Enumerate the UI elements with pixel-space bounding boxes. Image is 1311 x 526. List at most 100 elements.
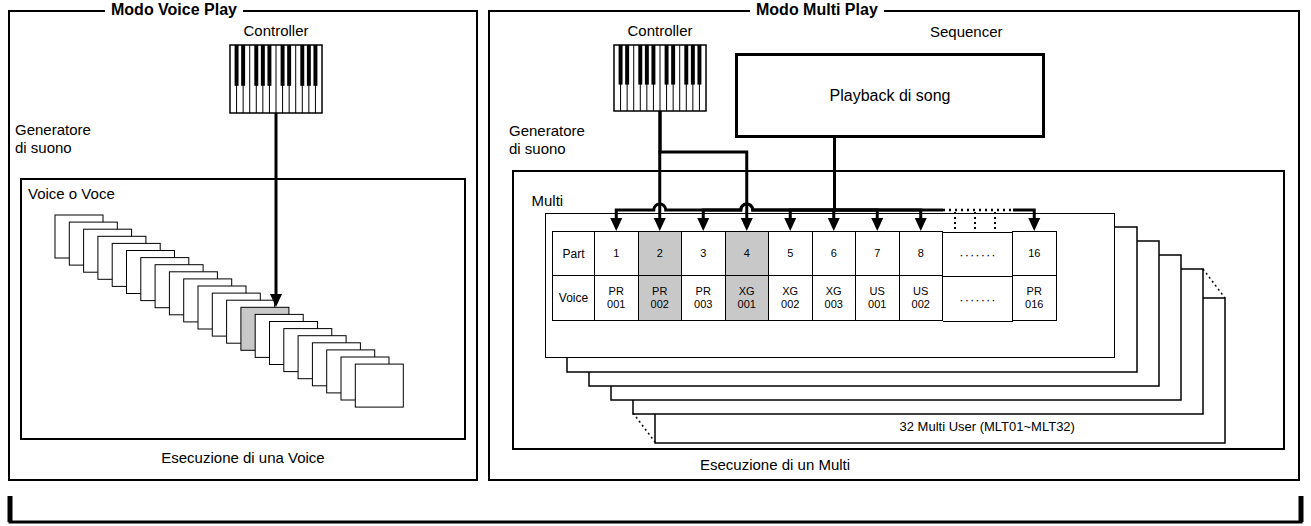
connector bbox=[835, 138, 1041, 231]
table-cell: 8 bbox=[899, 231, 944, 276]
heading-text: Generatore di suono bbox=[15, 121, 100, 157]
connector-line bbox=[835, 138, 878, 220]
box-text: PR 001 bbox=[607, 285, 625, 310]
box-text: Voice bbox=[559, 291, 588, 305]
black-key bbox=[645, 45, 649, 85]
bracket-end bbox=[1299, 496, 1304, 522]
box-text: 2 bbox=[657, 247, 663, 260]
black-key bbox=[261, 45, 265, 86]
arrowhead bbox=[784, 218, 796, 231]
box-text: XG 003 bbox=[825, 285, 843, 310]
sequencer-box: SequencerPlayback di song bbox=[735, 53, 1045, 138]
box-text: Playback di song bbox=[830, 87, 951, 105]
white-key-line bbox=[295, 45, 296, 113]
white-key-line bbox=[249, 45, 250, 113]
connector bbox=[835, 138, 884, 231]
black-key bbox=[665, 45, 669, 85]
table-cell: PR 001 bbox=[594, 275, 639, 321]
table-cell: 4 bbox=[725, 231, 770, 276]
arrowhead bbox=[741, 218, 753, 231]
black-key bbox=[651, 45, 655, 85]
connector bbox=[697, 138, 834, 231]
box-text: PR 016 bbox=[1025, 285, 1043, 310]
black-key bbox=[235, 45, 239, 86]
heading-text: Controller bbox=[627, 21, 692, 41]
table-cell: XG 003 bbox=[812, 275, 857, 321]
heading-text: 32 Multi User (MLT01~MLT32) bbox=[900, 419, 1075, 435]
black-key bbox=[241, 45, 245, 86]
multi-card-ground bbox=[545, 213, 1115, 358]
mode-panel: Modo Multi PlayEsecuzione di un MultiCon… bbox=[488, 10, 1300, 481]
box-text: XG 002 bbox=[781, 285, 799, 310]
white-key-line bbox=[276, 45, 277, 113]
connector-line bbox=[660, 111, 747, 220]
black-key bbox=[625, 45, 629, 85]
box-text: US 001 bbox=[868, 285, 886, 310]
connector bbox=[835, 138, 927, 231]
table-cell: US 001 bbox=[855, 275, 900, 321]
arrowhead bbox=[871, 218, 883, 231]
connector bbox=[784, 138, 834, 231]
table-cell: 16 bbox=[1012, 231, 1057, 276]
heading-text: Modo Voice Play bbox=[105, 0, 243, 20]
tone-generator-box: Generatore di suonoMulti32 Multi User (M… bbox=[512, 170, 1285, 450]
black-key bbox=[691, 45, 695, 85]
multi-card: Multi32 Multi User (MLT01~MLT32)Part1234… bbox=[545, 213, 1115, 358]
box-text: 1 bbox=[613, 247, 619, 260]
box-text: PR 002 bbox=[651, 285, 669, 310]
ellipsis-cell: ······· bbox=[943, 276, 1013, 322]
table-cell: PR 016 bbox=[1012, 275, 1057, 321]
controller-keyboard: Controller bbox=[614, 45, 706, 111]
arrowhead bbox=[697, 218, 709, 231]
black-key bbox=[619, 45, 623, 85]
black-key bbox=[307, 45, 311, 86]
box-text: Part bbox=[562, 247, 584, 261]
row-header-cell: Voice bbox=[552, 275, 595, 321]
box-text: PR 003 bbox=[694, 285, 712, 310]
connector-line bbox=[275, 113, 278, 296]
connector-line bbox=[835, 138, 921, 220]
dotted-stack-line bbox=[633, 413, 655, 442]
box-text: 16 bbox=[1028, 247, 1040, 260]
table-cell: 1 bbox=[594, 231, 639, 276]
box-text: 3 bbox=[700, 247, 706, 260]
black-key bbox=[281, 45, 285, 86]
black-key bbox=[313, 45, 317, 86]
black-key bbox=[697, 45, 701, 85]
controller-keyboard: Controller bbox=[230, 45, 322, 113]
mode-panel: Modo Voice PlayEsecuzione di una VoiceCo… bbox=[8, 10, 478, 481]
bracket-end bbox=[8, 496, 13, 522]
dotted-part-line bbox=[994, 212, 996, 230]
arrowhead bbox=[270, 294, 282, 307]
heading-text: Voice o Voce bbox=[28, 184, 115, 204]
black-key bbox=[684, 45, 688, 85]
connector-line bbox=[790, 138, 834, 220]
box-text: 7 bbox=[874, 247, 880, 260]
box-text: US 002 bbox=[912, 285, 930, 310]
table-cell: 3 bbox=[681, 231, 726, 276]
connector-line bbox=[616, 138, 834, 220]
connector bbox=[610, 138, 834, 231]
ellipsis-cell: ······· bbox=[943, 232, 1013, 277]
table-cell: PR 002 bbox=[638, 275, 683, 321]
table-cell: XG 002 bbox=[768, 275, 813, 321]
row-header-cell: Part bbox=[552, 231, 595, 276]
table-cell: 2 bbox=[638, 231, 683, 276]
box-text: XG 001 bbox=[738, 285, 756, 310]
tone-generator-box: Generatore di suonoVoice o Voce bbox=[20, 178, 466, 440]
dotted-connector-line bbox=[943, 209, 1013, 212]
arrowhead bbox=[1028, 218, 1040, 231]
white-key-line bbox=[679, 45, 680, 111]
keyboard-body bbox=[614, 45, 706, 111]
heading-text: Controller bbox=[243, 21, 308, 41]
heading-text: Generatore di suono bbox=[509, 122, 594, 158]
dotted-stack-line bbox=[1203, 269, 1225, 298]
connector bbox=[270, 113, 282, 307]
box-text: 5 bbox=[787, 247, 793, 260]
box-text: 6 bbox=[831, 247, 837, 260]
arrowhead bbox=[828, 218, 840, 231]
arrowhead bbox=[654, 218, 666, 231]
heading-text: Sequencer bbox=[930, 22, 1003, 42]
white-key-line bbox=[633, 45, 634, 111]
